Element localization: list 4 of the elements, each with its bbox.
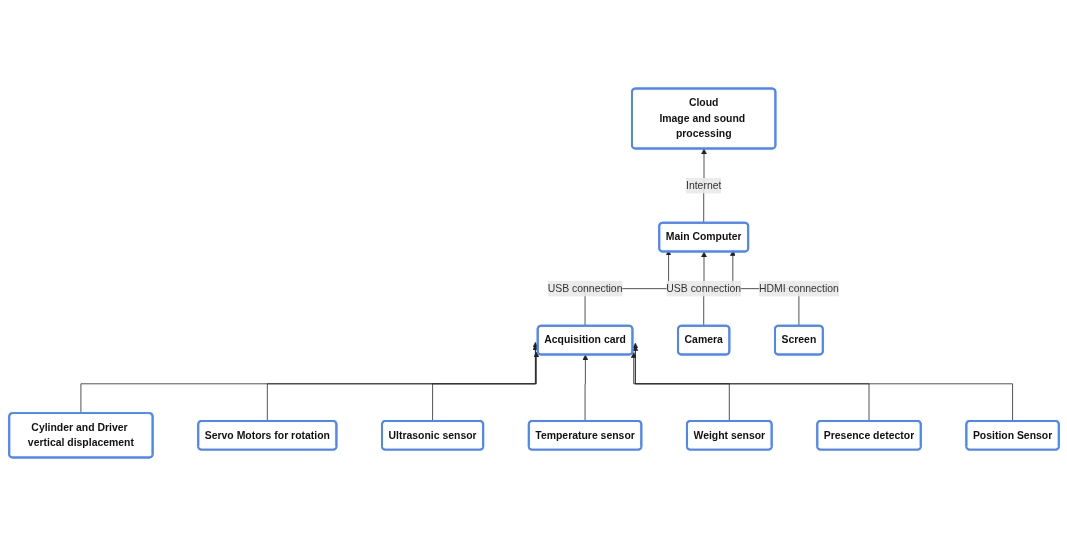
edge-label: USB connection [547, 282, 622, 294]
edge-label: Internet [685, 179, 721, 191]
edge-label: HDMI connection [758, 282, 839, 294]
edge-label: USB connection [665, 282, 741, 294]
